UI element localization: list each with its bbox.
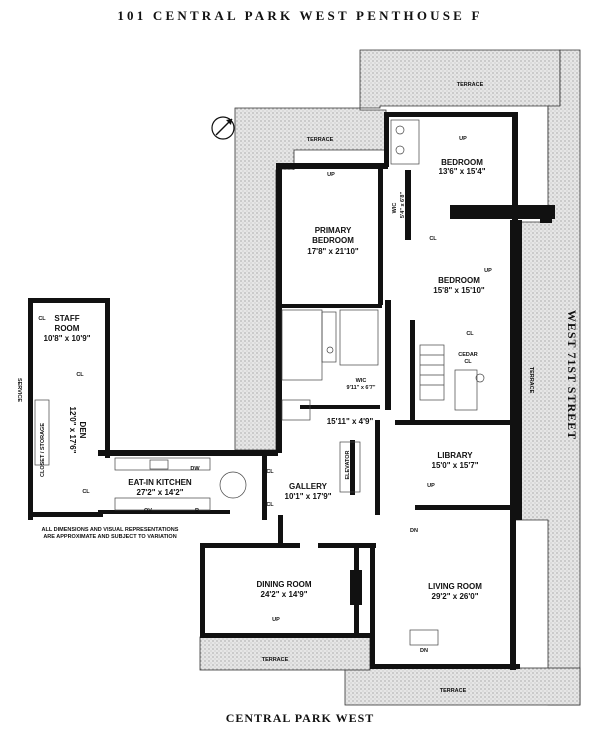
service-label: SERVICE bbox=[16, 378, 22, 402]
room-living-name: LIVING ROOM bbox=[428, 582, 482, 591]
room-bedroom-ne-dims: 13'6" x 15'4" bbox=[439, 167, 486, 176]
closet-storage-label: CLOSET / STORAGE bbox=[40, 423, 46, 477]
room-dining-dims: 24'2" x 14'9" bbox=[261, 590, 308, 599]
up-label-5: UP bbox=[272, 617, 280, 623]
room-kitchen-name: EAT-IN KITCHEN bbox=[128, 478, 192, 487]
closet-label-3: CL bbox=[76, 372, 84, 378]
room-staff-name-1: STAFF bbox=[54, 314, 79, 323]
terrace-label-north: TERRACE bbox=[457, 82, 484, 88]
room-den-dims: 12'0" x 17'6" bbox=[68, 407, 77, 454]
plan-title: 101 CENTRAL PARK WEST PENTHOUSE F bbox=[117, 8, 482, 23]
room-living-dims: 29'2" x 26'0" bbox=[432, 592, 479, 601]
wic-top-dims: 5'4" x 6'8" bbox=[400, 192, 406, 219]
terrace-label-northwest: TERRACE bbox=[307, 137, 334, 143]
up-label-4: UP bbox=[427, 483, 435, 489]
closet-label-7: CL bbox=[266, 502, 274, 508]
closet-label-5: CL bbox=[82, 489, 90, 495]
up-label-1: UP bbox=[327, 172, 335, 178]
elevator-label: ELEVATOR bbox=[345, 450, 351, 479]
room-bedroom-e-name: BEDROOM bbox=[438, 276, 480, 285]
room-hall-dims: 15'11" x 4'9" bbox=[327, 417, 374, 426]
cedar-cl-label: CL bbox=[464, 359, 472, 365]
room-bedroom-e-dims: 15'8" x 15'10" bbox=[433, 286, 485, 295]
apartment-interior bbox=[28, 116, 516, 668]
room-den-name: DEN bbox=[78, 422, 87, 439]
terrace-label-east: TERRACE bbox=[528, 367, 534, 394]
ov-label: OV bbox=[144, 508, 152, 514]
room-staff-dims: 10'8" x 10'9" bbox=[44, 334, 91, 343]
room-library-name: LIBRARY bbox=[437, 451, 473, 460]
street-label-south: CENTRAL PARK WEST bbox=[226, 711, 375, 725]
dn-label-2: DN bbox=[420, 648, 428, 654]
room-bedroom-ne-name: BEDROOM bbox=[441, 158, 483, 167]
room-gallery-name: GALLERY bbox=[289, 482, 328, 491]
terrace-label-south-living: TERRACE bbox=[440, 688, 467, 694]
closet-label-4: CL bbox=[466, 331, 474, 337]
room-gallery-dims: 10'1" x 17'9" bbox=[285, 492, 332, 501]
room-library-dims: 15'0" x 15'7" bbox=[432, 461, 479, 470]
disclaimer-line-2: ARE APPROXIMATE AND SUBJECT TO VARIATION bbox=[43, 534, 176, 540]
terrace-label-south-dining: TERRACE bbox=[262, 657, 289, 663]
dw-label: DW bbox=[190, 466, 200, 472]
street-label-east: WEST 71ST STREET bbox=[565, 310, 579, 440]
wic-bottom-label: WIC bbox=[356, 378, 367, 384]
room-primary-dims: 17'8" x 21'10" bbox=[307, 247, 359, 256]
north-arrow-icon bbox=[211, 116, 235, 140]
room-primary-name-1: PRIMARY bbox=[315, 226, 352, 235]
room-primary-name-2: BEDROOM bbox=[312, 236, 354, 245]
wic-top-label: WIC bbox=[392, 203, 398, 214]
terrace-south-living bbox=[344, 667, 581, 706]
closet-label-2: CL bbox=[38, 316, 46, 322]
up-label-2: UP bbox=[459, 136, 467, 142]
room-dining-name: DINING ROOM bbox=[256, 580, 311, 589]
dn-label-1: DN bbox=[410, 528, 418, 534]
cedar-label: CEDAR bbox=[458, 352, 478, 358]
terrace-south-dining bbox=[199, 636, 371, 671]
disclaimer-line-1: ALL DIMENSIONS AND VISUAL REPRESENTATION… bbox=[42, 527, 179, 533]
closet-label-6: CL bbox=[266, 469, 274, 475]
r-label: R bbox=[195, 508, 199, 514]
room-staff-name-2: ROOM bbox=[55, 324, 80, 333]
room-kitchen-dims: 27'2" x 14'2" bbox=[137, 488, 184, 497]
walls bbox=[28, 112, 555, 670]
fixtures bbox=[34, 119, 485, 646]
wic-bottom-dims: 9'11" x 6'7" bbox=[347, 385, 376, 391]
closet-label-1: CL bbox=[429, 236, 437, 242]
up-label-3: UP bbox=[484, 268, 492, 274]
